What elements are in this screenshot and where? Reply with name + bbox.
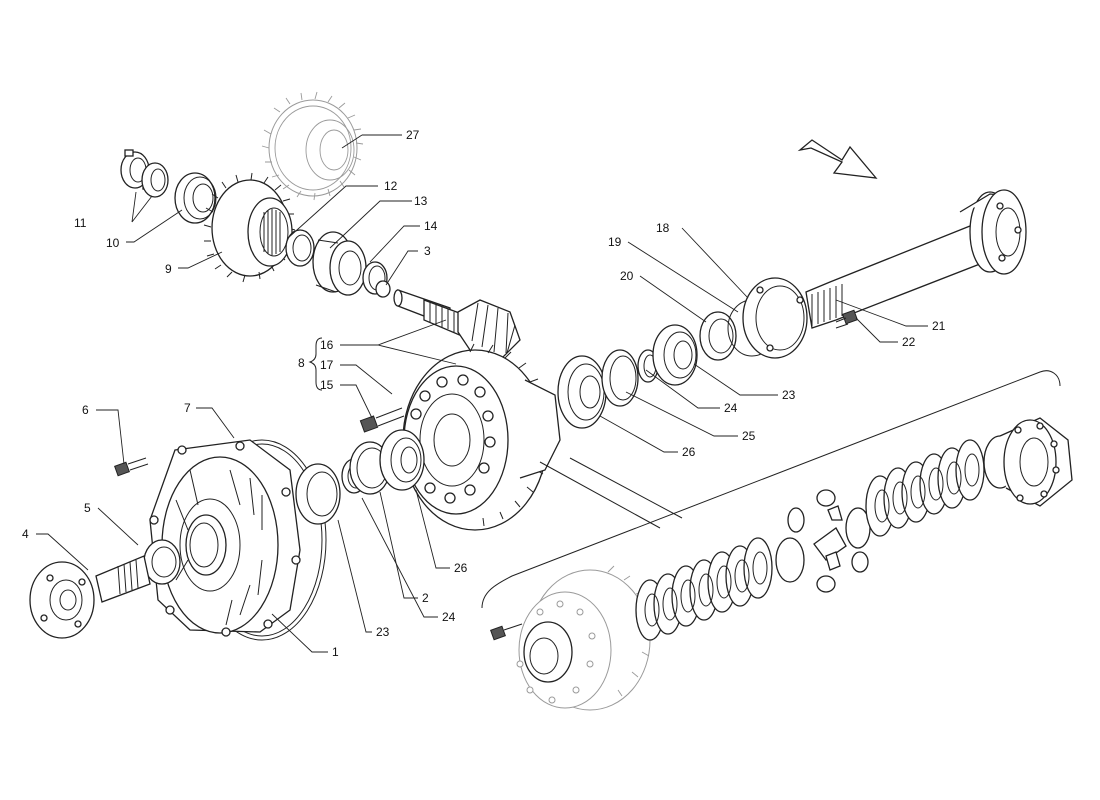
bearing-part-23-upper [652,324,698,386]
seal-part-5 [143,539,181,585]
callout-27: 27 [406,128,420,142]
bolt-part-22 [835,309,858,329]
callout-2: 2 [422,591,429,605]
callout-5: 5 [84,501,91,515]
crown-wheel-part-17 [402,343,561,531]
callout-26-upper: 26 [682,445,696,459]
callout-26-lower: 26 [454,561,468,575]
callout-10: 10 [106,236,120,250]
callout-23-lower: 23 [376,625,390,639]
callout-12: 12 [384,179,398,193]
callout-13: 13 [414,194,428,208]
callout-7: 7 [184,401,191,415]
direction-arrow-icon [797,139,878,179]
callout-20: 20 [620,269,634,283]
callout-11: 11 [74,216,87,230]
callout-24-upper: 24 [724,401,738,415]
bolt-part-6 [114,457,149,477]
spacer-part-3 [375,280,391,298]
bearing-part-26-lower [379,429,425,491]
callout-6: 6 [82,403,89,417]
callout-8: 8 [298,356,305,370]
callout-19: 19 [608,235,622,249]
shim-ring-part-12 [285,229,315,267]
callout-21: 21 [932,319,946,333]
bearing-part-10 [174,172,217,224]
bearing-part-23-lower [295,463,341,525]
callout-17: 17 [320,358,334,372]
callout-25: 25 [742,429,756,443]
differential-exploded-detail [481,370,1073,711]
seal-part-20 [699,311,737,361]
ring-part-25 [601,349,639,407]
bolt-part-15 [359,407,405,433]
drive-gear-part-9 [203,172,296,283]
callout-3: 3 [424,244,431,258]
housing-cover-part-1 [149,439,301,637]
group-bracket-8 [308,337,323,391]
callout-16: 16 [320,338,334,352]
callout-23-upper: 23 [782,388,796,402]
callout-labels: 27 11 10 9 12 13 14 3 8 16 17 15 18 19 2… [22,128,946,659]
tapered-bearing-part-13 [312,231,367,296]
callout-9: 9 [165,262,172,276]
callout-15: 15 [320,378,334,392]
axle-shaft-part-21 [805,189,1027,329]
callout-24-lower: 24 [442,610,456,624]
pinion-shaft-part-16 [393,289,521,361]
flange-part-18 [742,277,808,359]
callout-22: 22 [902,335,916,349]
ghost-gear-part-27 [261,91,364,201]
callout-4: 4 [22,527,29,541]
callout-1: 1 [332,645,339,659]
leader-lines [36,134,928,653]
ring-nut-part-11 [120,149,169,198]
output-flange-part-4 [29,555,151,639]
callout-14: 14 [424,219,438,233]
bearing-part-26-upper [557,355,607,429]
callout-18: 18 [656,221,670,235]
